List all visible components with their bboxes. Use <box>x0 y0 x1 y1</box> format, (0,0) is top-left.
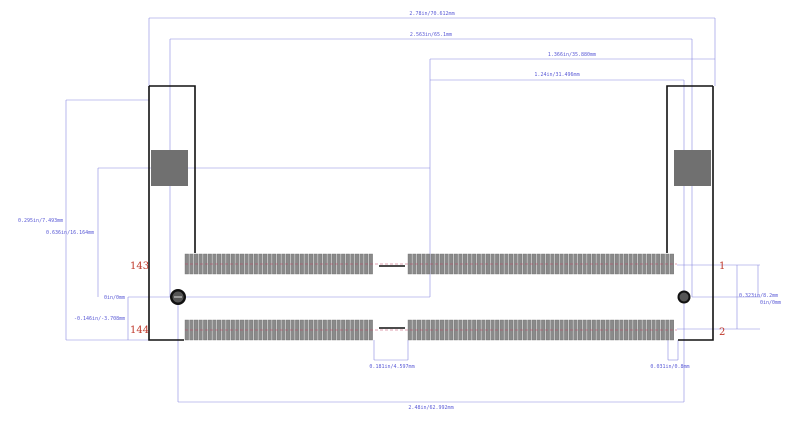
mounting-hole-icon <box>170 289 186 305</box>
right-ear-outline <box>666 85 714 341</box>
dim-pad-pitch-label: 0.031in/0.8mm <box>650 364 689 370</box>
pin-label-2: 2 <box>719 327 725 338</box>
left-latch-pad <box>151 150 188 186</box>
dimension-lines <box>65 17 760 403</box>
pin-label-144: 144 <box>130 325 149 336</box>
mounting-hole-icon <box>677 290 691 304</box>
right-latch-pad <box>674 150 711 186</box>
dim-height-total-label: 0.295in/7.493mm <box>18 218 63 224</box>
dim-holes-span-label: 2.563in/65.1mm <box>410 32 452 38</box>
dim-row-spacing-label: 0.323in/8.2mm <box>739 293 778 299</box>
pin-label-143: 143 <box>130 261 149 272</box>
dim-height-inner-label: 0.636in/16.164mm <box>46 230 94 236</box>
dim-origin-left-label: 0in/0mm <box>104 295 125 301</box>
dim-pad-span-label: 2.48in/62.992mm <box>408 405 453 411</box>
dim-right-inner-label: 1.24in/31.496mm <box>534 72 579 78</box>
dim-overall-width-label: 2.78in/70.612mm <box>409 11 454 17</box>
dim-right-section-label: 1.366in/35.880mm <box>548 52 596 58</box>
pin-label-1: 1 <box>719 261 725 272</box>
pad-row-top <box>184 253 677 275</box>
left-ear-outline <box>148 85 196 341</box>
board-outline <box>148 85 714 341</box>
pad-row-bottom <box>184 319 677 341</box>
dim-lower-offset-label: -0.146in/-3.708mm <box>74 316 125 322</box>
dim-origin-right-label: 0in/0mm <box>760 300 781 306</box>
dim-key-gap-label: 0.181in/4.597mm <box>369 364 414 370</box>
